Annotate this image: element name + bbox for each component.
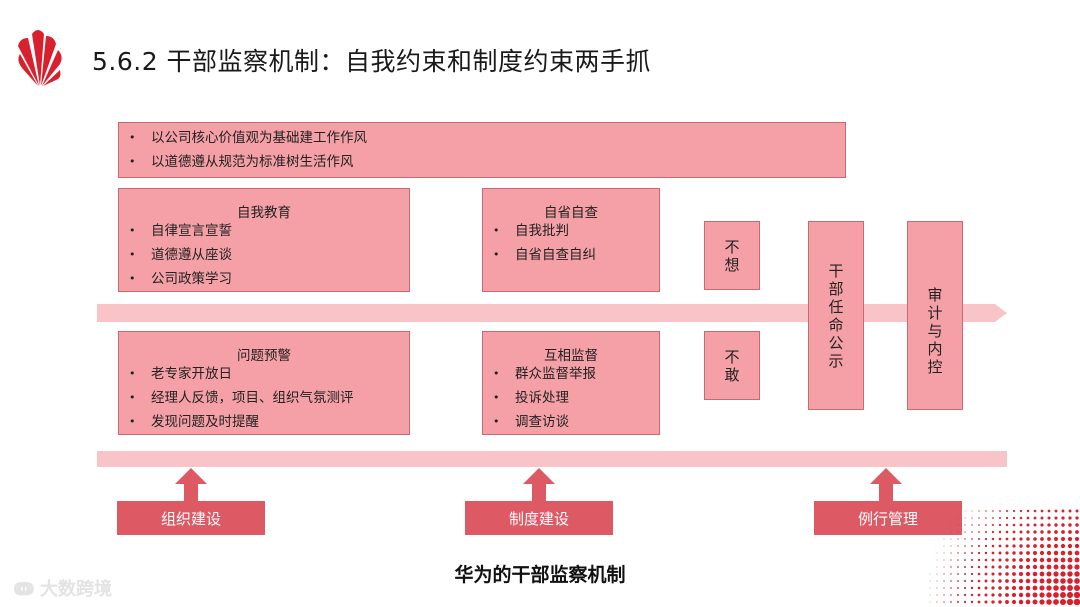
self-examination-box: 自省自查 自我批判 自省自查自纠 <box>482 188 660 292</box>
cadre-appointment-label: 干部任命公示 <box>827 262 845 370</box>
list-item: 自我批判 <box>483 219 659 243</box>
issue-warning-box: 问题预警 老专家开放日 经理人反馈，项目、组织气氛测评 发现问题及时提醒 <box>118 331 410 435</box>
organization-building-label: 组织建设 <box>117 501 265 535</box>
timeline-arrow-band <box>97 302 1009 324</box>
panel-heading: 自省自查 <box>483 201 659 219</box>
list-item: 道德遵从座谈 <box>119 243 409 267</box>
list-item: 自省自查自纠 <box>483 243 659 267</box>
panel-heading: 互相监督 <box>483 344 659 362</box>
list-item: 发现问题及时提醒 <box>119 410 409 434</box>
top-principles-box: 以公司核心价值观为基础建工作作风 以道德遵从规范为标准树生活作风 <box>118 122 846 178</box>
system-building-label: 制度建设 <box>465 501 613 535</box>
watermark-text: 大数跨境 <box>40 579 112 600</box>
up-arrow-icon <box>521 466 557 502</box>
svg-text:·: · <box>62 56 64 62</box>
daring-not-label: 不敢 <box>723 348 741 384</box>
up-arrow-icon <box>173 466 209 502</box>
list-item: 群众监督举报 <box>483 362 659 386</box>
mutual-supervision-box: 互相监督 群众监督举报 投诉处理 调查访谈 <box>482 331 660 435</box>
cadre-appointment-box: 干部任命公示 <box>808 221 864 410</box>
list-item: 以道德遵从规范为标准树生活作风 <box>119 150 845 174</box>
list-item: 经理人反馈，项目、组织气氛测评 <box>119 386 409 410</box>
svg-text:·: · <box>58 36 60 42</box>
list-item: 以公司核心价值观为基础建工作作风 <box>119 126 845 150</box>
list-item: 老专家开放日 <box>119 362 409 386</box>
list-item: 调查访谈 <box>483 410 659 434</box>
unwilling-label: 不想 <box>723 238 741 274</box>
list-item: 公司政策学习 <box>119 267 409 291</box>
huawei-logo-icon: ··· <box>10 16 70 90</box>
panel-heading: 自我教育 <box>119 201 409 219</box>
watermark-logo-icon: ↈ <box>14 579 34 600</box>
audit-control-label: 审计与内控 <box>926 286 944 376</box>
slide-title: 5.6.2 干部监察机制：自我约束和制度约束两手抓 <box>92 42 651 78</box>
list-item: 投诉处理 <box>483 386 659 410</box>
decorative-dot-pattern <box>870 507 1080 607</box>
up-arrow-icon <box>868 466 904 502</box>
bottom-band <box>97 451 1007 467</box>
svg-text:·: · <box>60 46 62 52</box>
watermark: ↈ 大数跨境 <box>14 575 112 601</box>
daring-not-box: 不敢 <box>704 331 760 400</box>
audit-control-box: 审计与内控 <box>907 221 963 410</box>
unwilling-box: 不想 <box>704 221 760 290</box>
list-item: 自律宣言宣誓 <box>119 219 409 243</box>
panel-heading: 问题预警 <box>119 344 409 362</box>
self-education-box: 自我教育 自律宣言宣誓 道德遵从座谈 公司政策学习 <box>118 188 410 292</box>
